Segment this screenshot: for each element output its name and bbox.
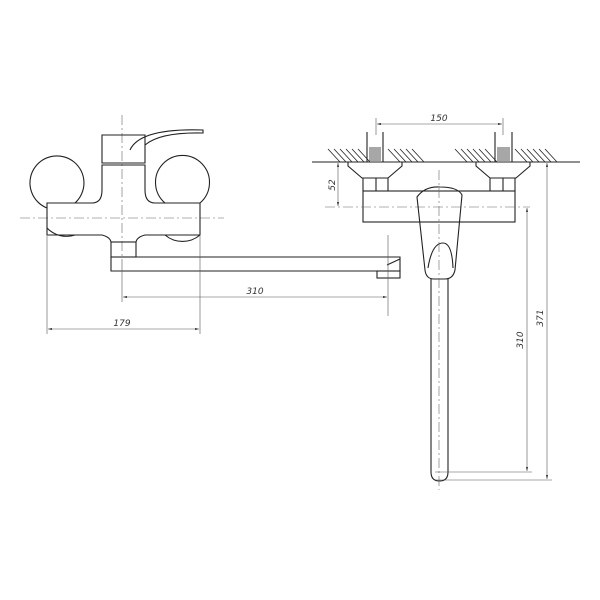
hatch-line bbox=[532, 148, 546, 163]
hatch-line bbox=[411, 148, 425, 163]
wall-offset-label: 52 bbox=[328, 179, 338, 191]
lever-inner-contour bbox=[427, 242, 454, 269]
spout-side bbox=[430, 279, 449, 482]
inlet-spacing-label: 150 bbox=[430, 114, 447, 124]
lever-handle-side bbox=[416, 186, 463, 280]
hatch-line bbox=[339, 148, 353, 163]
hatch-line bbox=[466, 148, 480, 163]
hatch-line bbox=[393, 148, 407, 163]
pipe-threads bbox=[369, 147, 510, 161]
hatch-line bbox=[345, 148, 359, 163]
left-wall-flange bbox=[347, 161, 403, 179]
hatch-line bbox=[327, 148, 341, 163]
hatch-line bbox=[357, 148, 371, 163]
hatch-line bbox=[351, 148, 365, 163]
hatch-line bbox=[387, 148, 401, 163]
right-nut bbox=[489, 177, 516, 192]
spout bbox=[110, 256, 401, 272]
handle-cap bbox=[101, 134, 146, 164]
mixer-body bbox=[46, 164, 201, 243]
hatch-line bbox=[333, 148, 347, 163]
spout-collar bbox=[110, 241, 137, 258]
hatch-line bbox=[538, 148, 552, 163]
hatch-line bbox=[405, 148, 419, 163]
left-flange bbox=[29, 155, 85, 237]
side-view: 150 52 310 371 bbox=[312, 114, 580, 490]
front-view: 310 179 bbox=[20, 115, 401, 334]
hatch-line bbox=[520, 148, 534, 163]
hatch-line bbox=[460, 148, 474, 163]
hatch-line bbox=[454, 148, 468, 163]
right-flange bbox=[155, 154, 210, 242]
body-width-label: 179 bbox=[113, 319, 130, 329]
hatch-line bbox=[514, 148, 528, 163]
aerator bbox=[376, 270, 401, 279]
inlet-pipes bbox=[366, 132, 513, 162]
wall-hatching bbox=[327, 148, 558, 163]
right-wall-flange bbox=[475, 161, 531, 179]
hatch-line bbox=[472, 148, 486, 163]
hatch-line bbox=[544, 148, 558, 163]
spout-length-label: 310 bbox=[516, 331, 526, 348]
spout-reach-label: 310 bbox=[246, 287, 263, 297]
lever-handle bbox=[129, 129, 204, 151]
hatch-line bbox=[526, 148, 540, 163]
hatch-line bbox=[478, 148, 492, 163]
left-nut bbox=[362, 177, 389, 192]
hatch-line bbox=[399, 148, 413, 163]
total-height-label: 371 bbox=[536, 309, 546, 326]
